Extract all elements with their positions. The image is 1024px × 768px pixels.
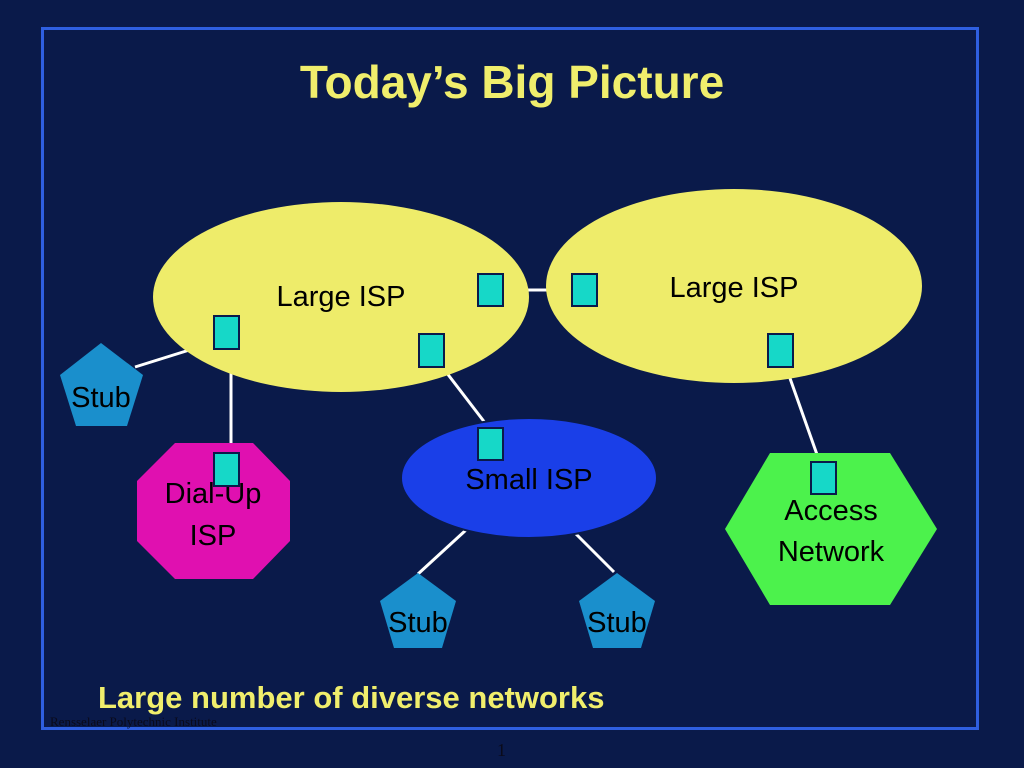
stub-left — [60, 343, 143, 426]
stub-bottom-left — [380, 573, 456, 648]
access-network — [725, 453, 937, 605]
small-isp — [400, 417, 658, 539]
link-large-isp-to-access-network — [784, 366, 822, 464]
access-network-label-line2: Network — [778, 536, 885, 568]
large-isp-right-label: Large ISP — [670, 272, 799, 304]
routers — [213, 273, 837, 495]
link-small-isp-to-stub-left — [416, 528, 468, 576]
router-large-isp-right-peering — [571, 273, 598, 307]
router-small-isp — [477, 427, 504, 461]
slide-title: Today’s Big Picture — [299, 56, 725, 108]
router-large-isp-right-south — [767, 333, 794, 368]
dialup-isp — [137, 443, 290, 579]
stub-bottom-right-label: Stub — [587, 607, 647, 639]
small-isp-label: Small ISP — [465, 464, 592, 496]
dialup-isp-label-line2: ISP — [190, 520, 237, 552]
stub-bottom-left-label: Stub — [388, 607, 448, 639]
footer-institution: Rensselaer Polytechnic Institute — [50, 714, 217, 729]
router-large-isp-left-west — [213, 315, 240, 350]
router-access-network — [810, 461, 837, 495]
large-isp-right — [546, 189, 922, 383]
stub-left-label: Stub — [71, 382, 131, 414]
router-large-isp-left-south — [418, 333, 445, 368]
link-large-isp-to-small-isp — [441, 367, 491, 429]
access-network-label-line1: Access — [784, 495, 877, 527]
large-isp-left-label: Large ISP — [277, 281, 406, 313]
router-large-isp-left-peering — [477, 273, 504, 307]
router-dialup-isp — [213, 452, 240, 487]
slide-frame — [41, 27, 979, 730]
slide-caption: Large number of diverse networks — [98, 680, 605, 715]
page-number: 1 — [497, 740, 506, 760]
stub-bottom-right — [579, 573, 655, 648]
link-small-isp-to-stub-right — [570, 528, 616, 574]
